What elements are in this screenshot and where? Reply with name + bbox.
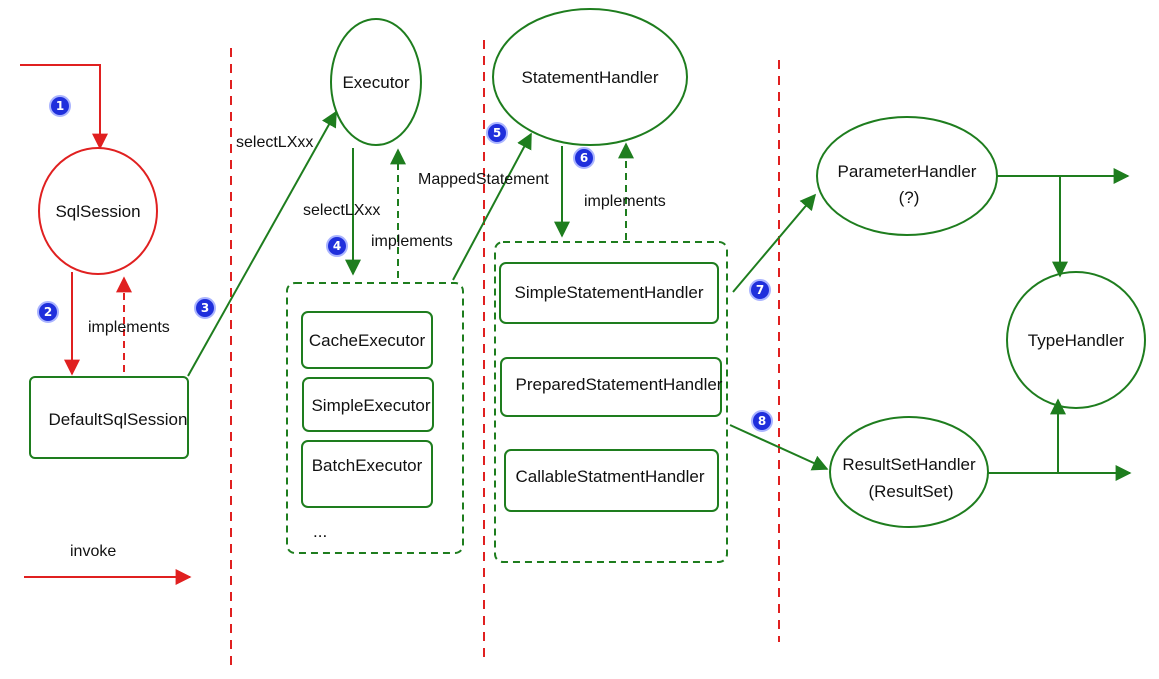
svg-text:1: 1 [56,99,64,113]
badge-5: 5 [486,122,508,144]
svg-text:5: 5 [493,126,501,140]
svg-text:4: 4 [333,239,341,253]
svg-text:2: 2 [44,305,52,319]
entry-arrow [20,64,108,150]
mapped-statement-label: MappedStatement [418,171,549,188]
implements-executor-label: implements [371,233,453,250]
badge-7: 7 [749,279,771,301]
batch-executor-label: BatchExecutor [312,456,423,475]
badge-8: 8 [751,410,773,432]
type-handler-label: TypeHandler [1028,331,1125,350]
badge-2: 2 [37,301,59,323]
handler-to-resultset-arrow [729,424,829,471]
type-handler-node [1006,271,1146,409]
legend-invoke-label: invoke [70,543,116,560]
simple-statement-handler-node [499,262,719,324]
executor-group [286,282,464,554]
simple-executor-node [302,377,434,432]
svg-text:8: 8 [758,414,766,428]
implements-handler-label: implements [584,193,666,210]
simple-statement-handler-label: SimpleStatementHandler [515,283,704,302]
sqlsession-label: SqlSession [55,202,140,221]
badge-1: 1 [49,95,71,117]
svg-text:6: 6 [580,151,588,165]
callable-statement-handler-node [504,449,719,512]
cache-executor-label: CacheExecutor [309,331,426,350]
statement-handler-group [494,241,728,563]
executor-more-label: ... [313,522,327,541]
simple-executor-label: SimpleExecutor [311,396,430,415]
executor-node [330,18,422,146]
parameter-handler-label: ParameterHandler [838,162,977,181]
badge-6: 6 [573,147,595,169]
parameter-handler-sub-label: (?) [899,188,920,207]
handler-to-parameter-arrow [732,193,817,293]
select-to-executor-label: selectLXxx [236,134,313,151]
result-set-handler-sub-label: (ResultSet) [868,482,953,501]
result-set-handler-label: ResultSetHandler [842,455,976,474]
callable-statement-handler-label: CallableStatmentHandler [516,467,705,486]
svg-text:7: 7 [756,283,764,297]
sqlsession-node [38,147,158,275]
batch-executor-node [301,440,433,508]
statement-handler-label: StatementHandler [521,68,658,87]
badge-4: 4 [326,235,348,257]
select-in-executor-label: selectLXxx [303,202,380,219]
executor-label: Executor [342,73,409,92]
statement-handler-node [492,8,688,146]
executor-to-handler-arrow [452,132,532,281]
svg-text:3: 3 [201,301,209,315]
badge-3: 3 [194,297,216,319]
implements-session-label: implements [88,319,170,336]
cache-executor-node [301,311,433,369]
default-sql-session-label: DefaultSqlSession [49,410,188,429]
default-sql-session-node [29,376,189,459]
session-to-executor-arrow [187,110,337,377]
prepared-statement-handler-label: PreparedStatementHandler [516,375,723,394]
prepared-statement-handler-node [500,357,722,417]
